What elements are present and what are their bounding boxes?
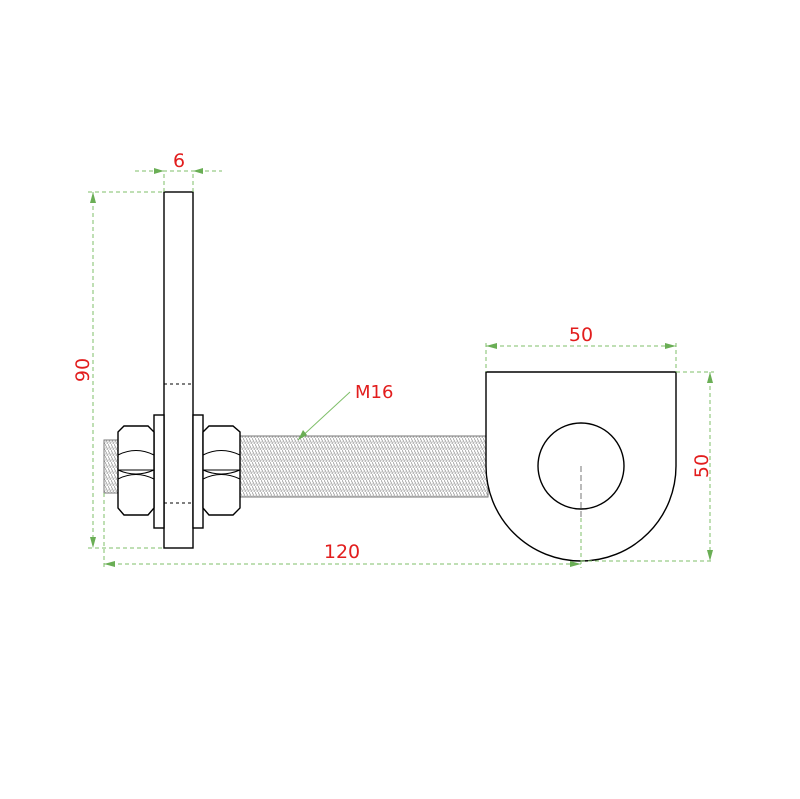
dimension-overall-length: 120 [103,493,582,568]
right-washer [192,414,204,529]
dimension-label-eye-height: 50 [691,454,713,478]
dimension-plate-thickness: 6 [135,150,222,192]
right-hex-nut [202,425,241,516]
left-washer [153,414,165,529]
dimension-eye-height: 50 [581,371,714,562]
dimension-plate-height: 90 [72,191,164,549]
thread-size-label: M16 [355,382,393,403]
thread-callout: M16 [297,382,393,441]
threaded-rod [239,435,489,498]
dimension-eye-width: 50 [485,324,677,372]
dimension-label-overall-length: 120 [324,541,360,563]
left-hex-nut [117,425,155,516]
dimension-label-eye-width: 50 [569,324,593,346]
mounting-plate [163,191,194,549]
dimension-label-plate-height: 90 [72,358,94,382]
dimension-label-plate-thickness: 6 [173,150,185,172]
